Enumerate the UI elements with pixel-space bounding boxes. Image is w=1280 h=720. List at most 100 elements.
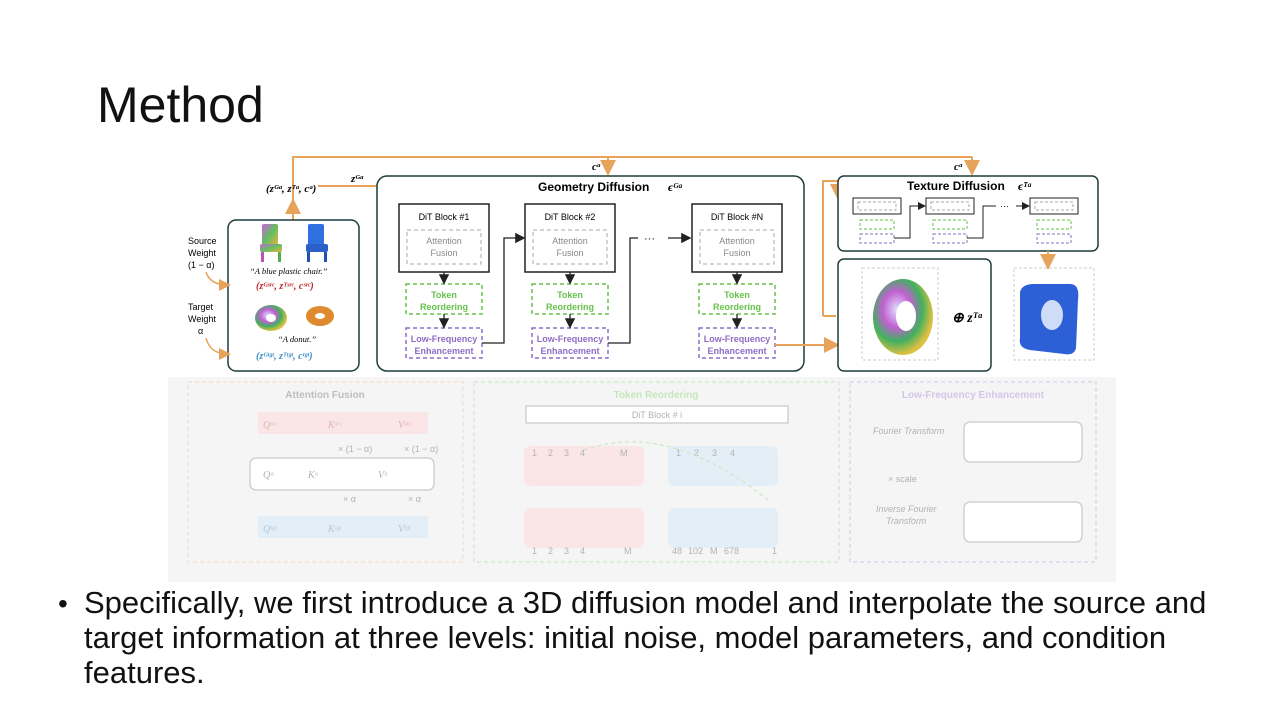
q-alpha: Qᵅ — [263, 470, 274, 481]
alpha-tuple: (zᴳᵅ, zᵀᵅ, cᵅ) — [266, 183, 316, 195]
arrow — [205, 337, 231, 360]
times-alpha-2: × α — [408, 494, 421, 504]
times-alpha: × α — [343, 494, 356, 504]
oplus-zt: ⊕ zᵀᵅ — [952, 311, 983, 326]
token-reordering-label: Token — [431, 290, 457, 300]
routing-line — [292, 156, 972, 200]
chair-caption: “A blue plastic chair.” — [250, 266, 328, 276]
attention-fusion-label-2: Fusion — [723, 248, 750, 258]
bullet-dot: • — [58, 588, 68, 619]
c-alpha-label-2: cᵅ — [954, 161, 963, 173]
one-minus-alpha: × (1 − α) — [338, 444, 372, 454]
method-diagram: cᵅ cᵅ (zᴳᵅ, zᵀᵅ, cᵅ) zᴳᵅ Source Weight (… — [168, 156, 1116, 582]
tgt-tuple: (zᴳᵗᵍᵗ, zᵀᵗᵍᵗ, cᵗᵍᵗ) — [256, 351, 313, 362]
one-minus-alpha-2: × (1 − α) — [404, 444, 438, 454]
src-tuple: (zᴳˢʳᶜ, zᵀˢʳᶜ, cˢʳᶜ) — [256, 281, 314, 292]
detail-panels: Attention Fusion Qˢʳᶜ Kˢʳᶜ Vˢʳᶜ × (1 − α… — [168, 377, 1116, 582]
dit-block-label: DiT Block #1 — [419, 212, 470, 222]
attention-fusion-label: Attention — [552, 236, 588, 246]
dit-block-2: DiT Block #2 Attention Fusion Token Reor… — [524, 203, 616, 359]
source-weight-2: Weight — [188, 248, 216, 258]
point-cloud-image — [861, 267, 939, 361]
lfe-label-2: Enhancement — [540, 346, 599, 356]
blue-mesh-image — [1013, 267, 1095, 361]
idx: 4 — [730, 448, 735, 458]
idx: 1 — [772, 546, 777, 556]
token-reordering-label-2: Reordering — [420, 302, 468, 312]
idx: M — [624, 546, 632, 556]
fourier-transform: Fourier Transform — [873, 426, 945, 436]
lfe-title: Low-Frequency Enhancement — [902, 390, 1045, 401]
attention-fusion-title: Attention Fusion — [285, 390, 364, 401]
blue-chair-image — [306, 224, 328, 262]
idx: M — [710, 546, 718, 556]
token-reordering-label: Token — [557, 290, 583, 300]
idx: 48 — [672, 546, 682, 556]
idx: 3 — [712, 448, 717, 458]
attention-fusion-label: Attention — [426, 236, 462, 246]
geometry-symbol: ϵᴳᵅ — [668, 180, 682, 194]
idx: 2 — [548, 448, 553, 458]
idx: M — [620, 448, 628, 458]
arrow — [205, 271, 231, 291]
slide-title: Method — [97, 77, 264, 133]
svg-text:···: ··· — [1000, 201, 1009, 211]
token-reordering-label: Token — [724, 290, 750, 300]
lfe-label: Low-Frequency — [704, 334, 771, 344]
attention-fusion-label: Attention — [719, 236, 755, 246]
v-src: Vˢʳᶜ — [398, 420, 412, 431]
lfe-label-2: Enhancement — [707, 346, 766, 356]
idx: 102 — [688, 546, 703, 556]
target-weight-2: Weight — [188, 314, 216, 324]
connector — [608, 237, 638, 344]
times-scale: × scale — [888, 474, 917, 484]
geometry-diffusion-title: Geometry Diffusion — [538, 180, 649, 194]
inverse-fourier-2: Transform — [886, 516, 927, 526]
c-alpha-label: cᵅ — [592, 161, 601, 173]
idx: 2 — [694, 448, 699, 458]
dit-block-label: DiT Block #N — [711, 212, 763, 222]
k-tgt: Kᵗᵍᵗ — [327, 524, 342, 535]
dit-block-i: DiT Block # i — [632, 410, 682, 420]
idx: 1 — [532, 546, 537, 556]
token-reordering-label-2: Reordering — [713, 302, 761, 312]
bullet-text: Specifically, we first introduce a 3D di… — [84, 585, 1207, 690]
target-weight-1: Target — [188, 302, 214, 312]
attention-fusion-label-2: Fusion — [556, 248, 583, 258]
idx: 3 — [564, 546, 569, 556]
token-reordering-label-2: Reordering — [546, 302, 594, 312]
texture-mini-blocks: ··· — [852, 197, 1079, 244]
donut-caption: “A donut.” — [278, 334, 316, 344]
idx: 678 — [724, 546, 739, 556]
dit-block-1: DiT Block #1 Attention Fusion Token Reor… — [398, 203, 490, 359]
lfe-label: Low-Frequency — [537, 334, 604, 344]
q-src: Qˢʳᶜ — [263, 420, 279, 431]
lfe-label-2: Enhancement — [414, 346, 473, 356]
token-indices: 1 2 3 4 M 1 2 3 4 1 2 3 4 M 48 102 M 678… — [532, 448, 777, 556]
attention-fusion-label-2: Fusion — [430, 248, 457, 258]
rainbow-chair-image — [260, 224, 282, 262]
method-figure: cᵅ cᵅ (zᴳᵅ, zᵀᵅ, cᵅ) zᴳᵅ Source Weight (… — [168, 150, 1116, 582]
q-tgt: Qᵗᵍᵗ — [263, 524, 278, 535]
idx: 4 — [580, 546, 585, 556]
ellipsis: ··· — [644, 233, 655, 245]
idx: 2 — [548, 546, 553, 556]
source-weight-3: (1 − α) — [188, 260, 214, 270]
idx: 1 — [676, 448, 681, 458]
arrow — [822, 180, 846, 316]
idx: 4 — [580, 448, 585, 458]
input-panel — [227, 219, 360, 372]
idx: 3 — [564, 448, 569, 458]
dit-block-label: DiT Block #2 — [545, 212, 596, 222]
v-alpha: Vᵅ — [378, 470, 388, 481]
target-weight-3: α — [198, 326, 203, 336]
texture-symbol: ϵᵀᵅ — [1018, 179, 1031, 193]
arrow — [482, 232, 526, 344]
idx: 1 — [532, 448, 537, 458]
source-weight-1: Source — [188, 236, 217, 246]
texture-diffusion-title: Texture Diffusion — [907, 179, 1005, 193]
token-reordering-title: Token Reordering — [614, 390, 699, 401]
dit-block-n: DiT Block #N Attention Fusion Token Reor… — [691, 203, 783, 359]
k-src: Kˢʳᶜ — [327, 420, 343, 431]
zg-alpha-label: zᴳᵅ — [350, 173, 364, 185]
